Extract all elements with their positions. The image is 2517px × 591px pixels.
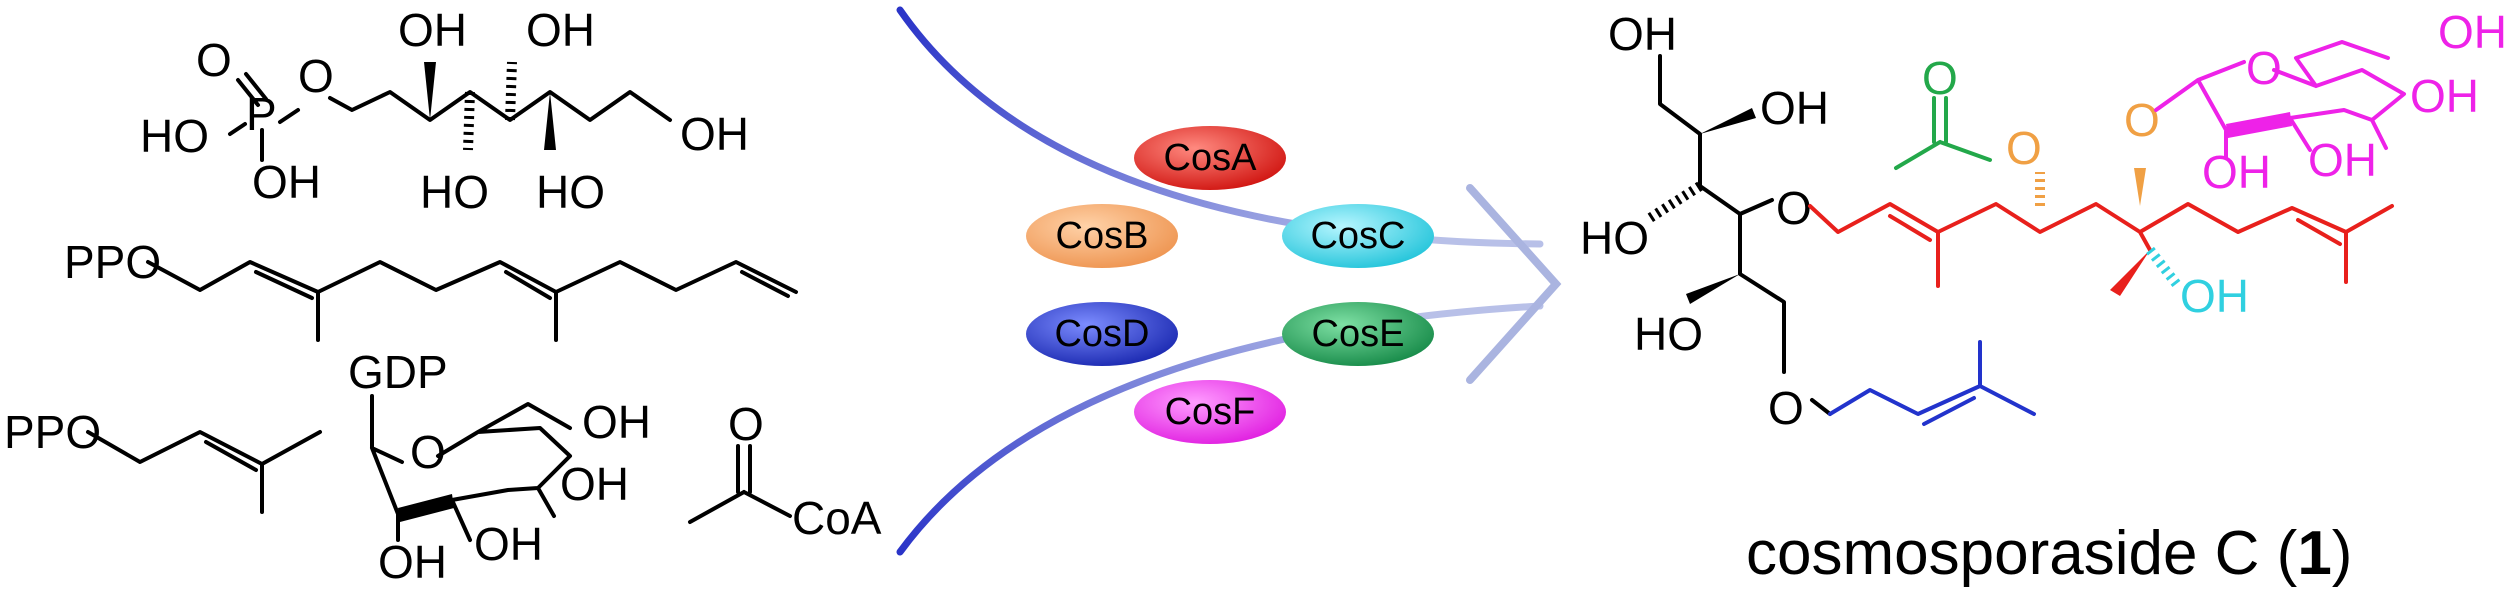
label-product-oh-2: OH	[1760, 82, 1829, 134]
enzyme-cose: CosE	[1282, 302, 1434, 366]
product-wedge-1	[1700, 108, 1756, 134]
label-oh-3: OH	[526, 4, 595, 56]
substrate-acetyl-coa: O CoA	[688, 398, 882, 544]
stereo-bond-1	[424, 62, 436, 120]
label-acetyl-o: O	[728, 398, 764, 450]
label-sugar-oh-2: OH	[560, 458, 629, 510]
substrate-farnesyl-pp: PPO	[64, 236, 798, 342]
enzyme-cose-label: CosE	[1312, 313, 1405, 355]
substrate-gdp-sugar: GDP O OH OH OH OH	[348, 346, 651, 588]
arrow-head	[1466, 184, 1562, 384]
label-prod-sugar-oh-2: OH	[2410, 70, 2479, 122]
converging-arrow	[896, 6, 1562, 556]
product-red-chain	[1808, 202, 2394, 288]
product-ether-bond	[1782, 344, 1832, 416]
substrate-dmapp: PPO	[4, 406, 322, 514]
product-number: 1	[2297, 519, 2331, 588]
product-sugar-front-edge	[2226, 112, 2292, 138]
enzyme-cosf: CosF	[1134, 380, 1286, 444]
product-cyan-hash	[2146, 246, 2182, 290]
label-gdp: GDP	[348, 346, 448, 398]
label-product-ether-o-2: O	[1768, 382, 1804, 434]
label-prod-sugar-oh-1: OH	[2438, 6, 2507, 58]
product-methyl-wedge	[2110, 250, 2150, 296]
sugar-front-edge	[398, 494, 454, 522]
enzyme-cosa: CosA	[1134, 126, 1286, 190]
enzyme-cosd: CosD	[1026, 302, 1178, 366]
product-wedge-2	[1686, 274, 1740, 304]
product-orange-wedge-2	[2134, 168, 2146, 206]
stereo-bond-4	[544, 92, 556, 150]
enzyme-cosc: CosC	[1282, 204, 1434, 268]
label-ppo-2: PPO	[4, 406, 101, 458]
label-oh-4: OH	[680, 108, 749, 160]
enzyme-cosf-label: CosF	[1165, 391, 1256, 433]
enzyme-cosb: CosB	[1026, 204, 1178, 268]
enzyme-cosc-label: CosC	[1310, 215, 1405, 257]
label-acetyl-carbonyl-o: O	[1922, 52, 1958, 104]
product-prenyl-chain	[1828, 340, 2036, 426]
enzyme-cosd-label: CosD	[1054, 313, 1149, 355]
product-hash-1	[1647, 181, 1703, 223]
label-product-ho-1: HO	[1580, 212, 1649, 264]
label-prod-sugar-oh-3: OH	[2308, 134, 2377, 186]
label-sugar-ring-o: O	[2246, 42, 2282, 94]
product-sorbitol-backbone	[1658, 54, 1786, 348]
label-ho-1: HO	[140, 110, 209, 162]
product-name-caption: cosmosporaside C (1)	[1746, 519, 2352, 588]
label-product-ho-2: HO	[1634, 308, 1703, 360]
label-p: P	[246, 88, 277, 140]
label-acetyl-ester-o: O	[2006, 122, 2042, 174]
dmapp-chain	[86, 430, 322, 514]
label-product-ether-o-1: O	[1776, 182, 1812, 234]
substrate-sorbitol-phosphate: O O P HO OH OH OH OH HO HO	[140, 4, 749, 218]
label-o-2: O	[298, 50, 334, 102]
label-o-1: O	[196, 34, 232, 86]
stereo-bond-3	[505, 61, 517, 121]
label-tertiary-oh: OH	[2180, 270, 2249, 322]
product-name-close: )	[2332, 519, 2353, 588]
enzyme-ovals: CosA CosB CosC CosD CosE CosF	[1026, 126, 1434, 444]
label-sugar-oh-4: OH	[378, 536, 447, 588]
enzyme-cosa-label: CosA	[1164, 137, 1258, 179]
farnesyl-chain	[146, 260, 798, 342]
product-acetyl-group	[1894, 96, 1992, 170]
label-ho-2: HO	[420, 166, 489, 218]
label-glyco-o: O	[2124, 94, 2160, 146]
label-oh-1: OH	[252, 156, 321, 208]
label-coa: CoA	[792, 492, 882, 544]
phosphate-bonds	[228, 72, 672, 162]
label-sugar-oh-1: OH	[582, 396, 651, 448]
label-ring-o: O	[410, 426, 446, 478]
label-ho-3: HO	[536, 166, 605, 218]
product-name-text: cosmosporaside C (	[1746, 519, 2298, 588]
acetyl-bonds	[688, 444, 792, 524]
label-sugar-oh-3: OH	[474, 518, 543, 570]
enzyme-cosb-label: CosB	[1056, 215, 1149, 257]
product-cosmosporaside-c: OH OH HO HO O O O O O O OH OH OH OH OH	[1580, 6, 2507, 434]
stereo-bond-2	[463, 91, 475, 151]
label-prod-sugar-oh-4: OH	[2202, 146, 2271, 198]
label-product-oh-1: OH	[1608, 8, 1677, 60]
label-oh-2: OH	[398, 4, 467, 56]
label-ppo-1: PPO	[64, 236, 161, 288]
